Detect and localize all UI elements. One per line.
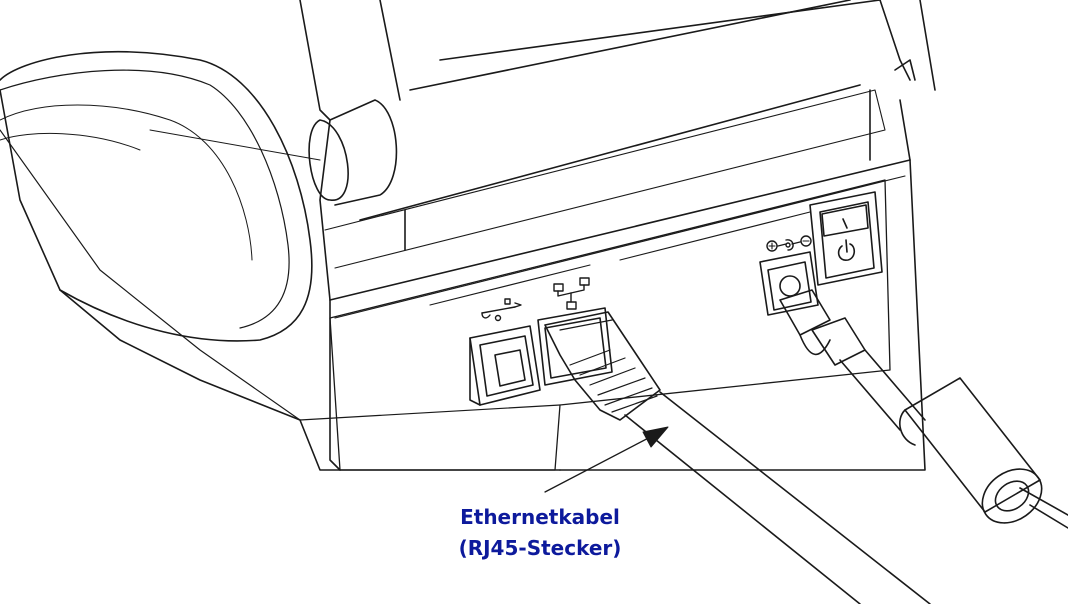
power-standby-icon bbox=[837, 239, 856, 261]
power-switch bbox=[809, 191, 883, 286]
ferrite-core bbox=[899, 377, 1068, 529]
paper-roll bbox=[0, 50, 321, 342]
rear-panel bbox=[329, 179, 891, 471]
power-on-icon bbox=[842, 218, 848, 229]
callout-label-line-2: (RJ45-Stecker) bbox=[458, 536, 622, 560]
callout-leader bbox=[544, 426, 669, 493]
ethernet-port bbox=[537, 307, 613, 386]
dc-power-polarity-icon bbox=[766, 235, 812, 252]
usb-icon bbox=[481, 298, 522, 322]
usb-port bbox=[469, 325, 541, 406]
power-cable bbox=[779, 289, 926, 431]
roll-hub bbox=[308, 99, 398, 206]
callout-arrowhead bbox=[642, 426, 669, 448]
rj45-plug bbox=[544, 311, 661, 421]
callout-label-line-1: Ethernetkabel bbox=[460, 505, 620, 529]
ethernet-cable bbox=[624, 391, 931, 604]
dc-power-port bbox=[759, 251, 819, 316]
printer-housing bbox=[0, 0, 936, 471]
network-icon bbox=[553, 277, 590, 310]
